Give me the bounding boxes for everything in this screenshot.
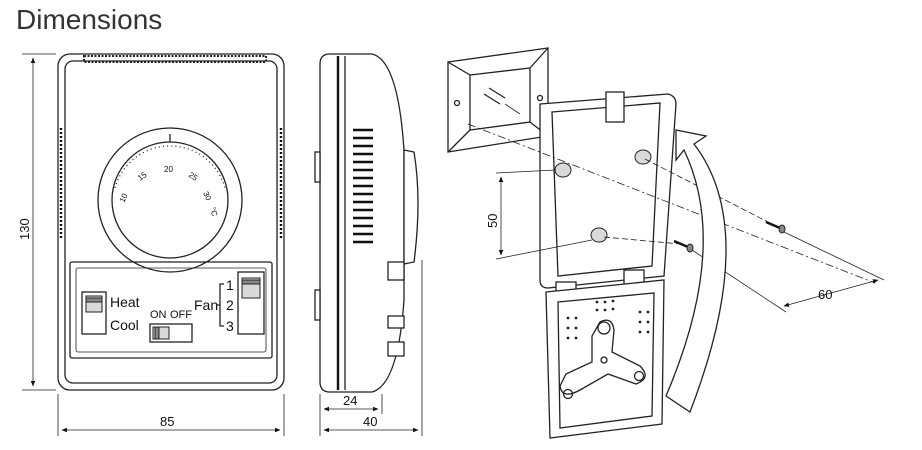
height-dimension <box>22 53 56 391</box>
fan-speed-switch[interactable] <box>237 271 265 335</box>
side-view: 24 40 <box>314 53 423 436</box>
terminal-dots <box>566 299 650 340</box>
fan-speed-1: 1 <box>226 277 234 293</box>
heat-label: Heat <box>110 294 140 310</box>
on-label: ON <box>150 309 167 321</box>
width-dimension-value: 85 <box>160 414 174 429</box>
mounting-plate <box>539 91 677 297</box>
wire-icon <box>483 87 506 105</box>
dial-scale-10: 10 <box>118 191 130 203</box>
hole-vertical-dimension <box>495 169 593 260</box>
depth-dimension <box>319 394 383 436</box>
side-vents <box>353 128 373 244</box>
dial-scale-20: 20 <box>164 165 173 174</box>
total-depth-dimension <box>323 260 423 436</box>
terminal-plate <box>545 279 665 439</box>
top-vent-strip <box>83 55 267 63</box>
hole-vertical-dimension-value: 50 <box>485 214 500 228</box>
width-dimension <box>57 394 285 436</box>
fan-label: Fan <box>194 297 218 313</box>
depth-dimension-value: 24 <box>343 393 357 408</box>
height-dimension-value: 130 <box>17 218 32 240</box>
front-view: 10 15 20 25 30 °C Heat Cool ON OFF Fan 1 <box>17 53 285 436</box>
screw-icon <box>673 239 694 253</box>
screw-icon <box>765 220 786 234</box>
mounting-view: 50 60 <box>447 47 885 439</box>
page-title: Dimensions <box>16 4 163 35</box>
mounting-hole-top-left <box>554 162 572 178</box>
cool-label: Cool <box>110 317 139 333</box>
off-label: OFF <box>170 309 192 321</box>
temperature-dial: 10 15 20 25 30 °C <box>97 127 243 273</box>
total-depth-dimension-value: 40 <box>363 414 377 429</box>
mounting-hole-top-right <box>634 149 652 165</box>
fan-speed-3: 3 <box>226 318 234 334</box>
side-knob <box>403 149 419 265</box>
on-off-switch[interactable] <box>149 323 193 343</box>
mounting-hole-bottom <box>590 227 608 243</box>
heat-cool-switch[interactable] <box>81 291 107 335</box>
dial-scale-unit: °C <box>208 206 219 217</box>
wall-box <box>447 47 549 153</box>
hole-horizontal-dimension-value: 60 <box>818 287 832 302</box>
rotate-arrow-icon <box>665 129 727 413</box>
fan-speed-2: 2 <box>226 297 234 313</box>
dial-scale-30: 30 <box>201 190 213 202</box>
